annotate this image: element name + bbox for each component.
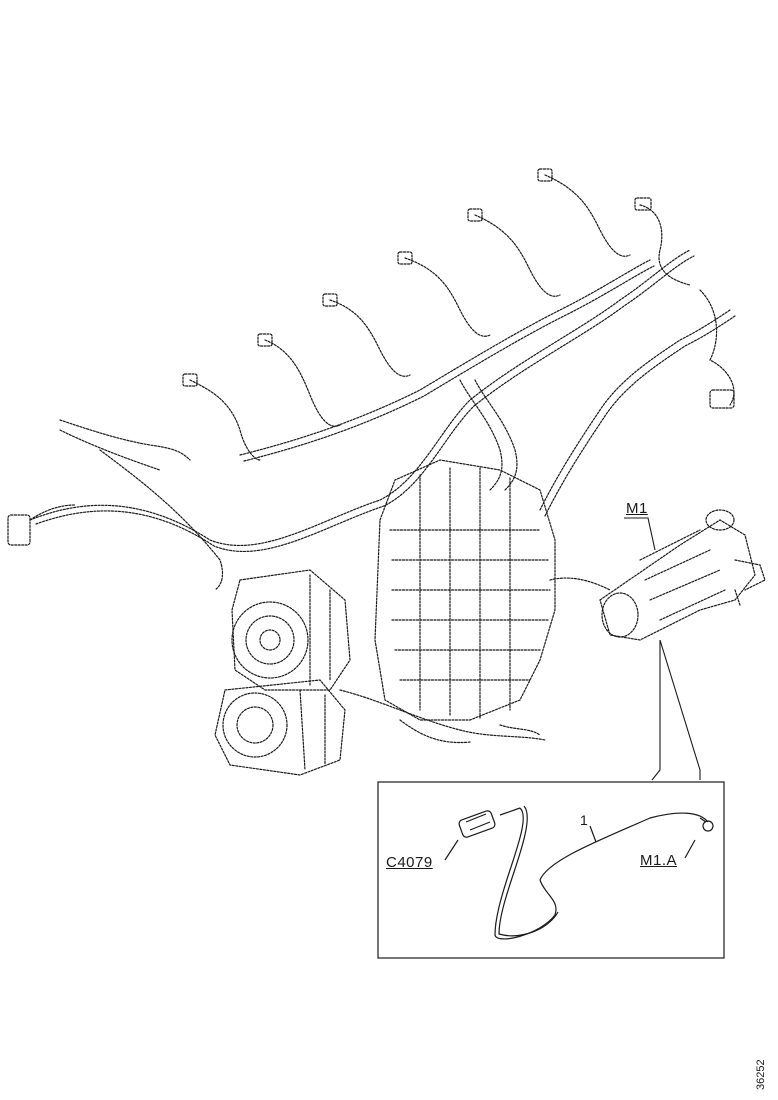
compressor-drawing xyxy=(215,680,345,775)
label-c4079: C4079 xyxy=(386,854,433,871)
main-harness-trunk xyxy=(30,250,690,545)
reference-code: 36252 xyxy=(755,1059,767,1090)
wire-number-leader xyxy=(589,825,597,843)
inset-wire xyxy=(494,807,709,940)
harness-branch-4 xyxy=(405,258,490,336)
m1-leader xyxy=(624,517,656,551)
ring-terminal-drawing xyxy=(699,817,714,832)
inset-box xyxy=(377,781,725,959)
label-m1: M1 xyxy=(626,500,648,517)
harness-branch-3 xyxy=(330,300,410,376)
alternator-drawing xyxy=(232,570,350,690)
inset-leader-left xyxy=(651,640,661,781)
c4079-leader xyxy=(444,839,459,861)
connector-drawing xyxy=(458,810,496,838)
engine-block-outline xyxy=(375,460,555,720)
m1a-leader xyxy=(684,839,696,859)
label-wire-1: 1 xyxy=(580,812,588,828)
harness-branch-6 xyxy=(545,175,630,256)
label-m1a: M1.A xyxy=(640,852,678,869)
starter-motor-drawing xyxy=(600,510,765,640)
harness-branch-1 xyxy=(190,380,260,460)
inset-leader-right xyxy=(659,639,701,780)
harness-branch-5 xyxy=(475,215,560,296)
harness-branch-2 xyxy=(265,340,340,426)
